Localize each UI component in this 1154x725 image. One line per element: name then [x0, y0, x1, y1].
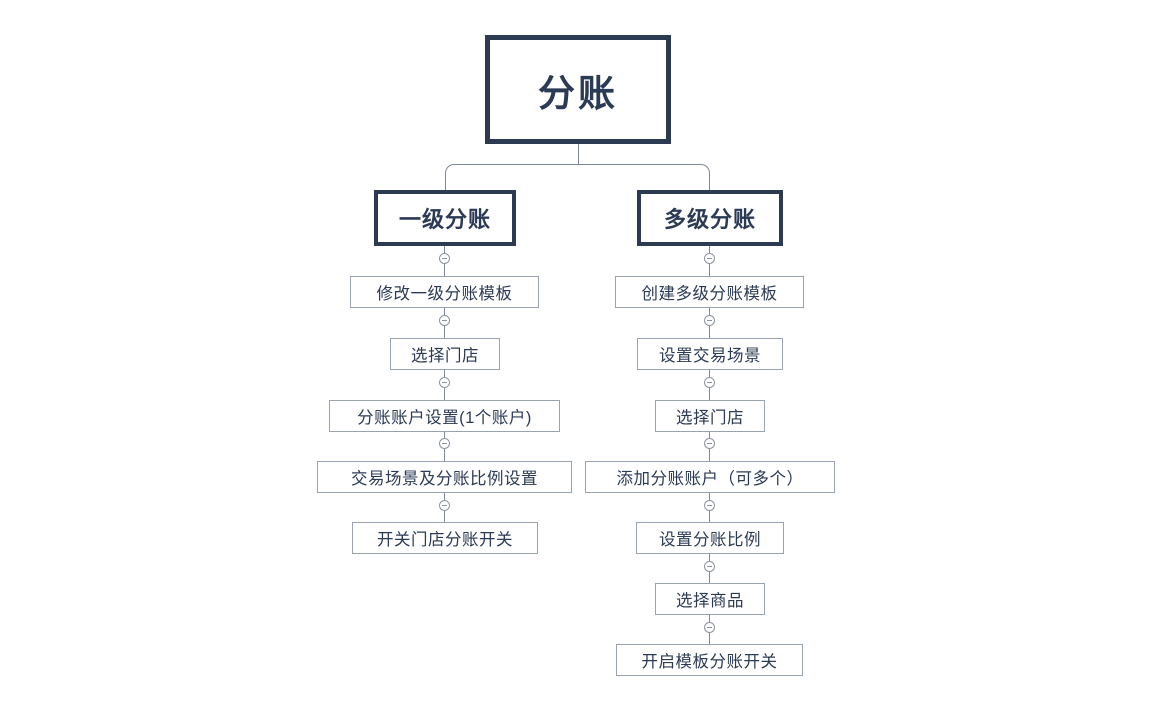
collapse-minus-icon[interactable] — [704, 438, 715, 449]
node-branch-multi-level-label: 多级分账 — [663, 207, 756, 232]
node-left-step-5-label: 开关门店分账开关 — [377, 531, 513, 549]
collapse-minus-icon[interactable] — [704, 500, 715, 511]
node-right-step-3-label: 选择门店 — [676, 409, 744, 427]
node-right-step-4[interactable]: 添加分账账户（可多个） — [585, 461, 835, 493]
node-right-step-2[interactable]: 设置交易场景 — [637, 338, 783, 370]
node-right-step-2-label: 设置交易场景 — [659, 347, 761, 365]
node-right-step-5[interactable]: 设置分账比例 — [636, 522, 784, 554]
node-left-step-4[interactable]: 交易场景及分账比例设置 — [317, 461, 572, 493]
node-right-step-3[interactable]: 选择门店 — [655, 400, 765, 432]
node-left-step-1[interactable]: 修改一级分账模板 — [350, 276, 539, 308]
collapse-minus-icon[interactable] — [439, 315, 450, 326]
collapse-minus-icon[interactable] — [704, 622, 715, 633]
node-right-step-7[interactable]: 开启模板分账开关 — [616, 644, 803, 676]
collapse-minus-icon[interactable] — [439, 438, 450, 449]
node-right-step-5-label: 设置分账比例 — [659, 531, 761, 549]
node-root-fenzhang[interactable]: 分账 — [485, 35, 671, 144]
collapse-minus-icon[interactable] — [439, 500, 450, 511]
node-left-step-4-label: 交易场景及分账比例设置 — [351, 470, 538, 488]
node-branch-level-one-label: 一级分账 — [398, 207, 491, 232]
node-right-step-6[interactable]: 选择商品 — [655, 583, 765, 615]
node-branch-multi-level[interactable]: 多级分账 — [637, 190, 783, 246]
node-left-step-3[interactable]: 分账账户设置(1个账户) — [329, 400, 560, 432]
node-right-step-1[interactable]: 创建多级分账模板 — [615, 276, 804, 308]
node-left-step-1-label: 修改一级分账模板 — [376, 285, 513, 303]
node-right-step-6-label: 选择商品 — [676, 592, 744, 610]
node-root-label: 分账 — [538, 72, 618, 114]
collapse-minus-icon[interactable] — [704, 315, 715, 326]
collapse-minus-icon[interactable] — [704, 253, 715, 264]
connector-root-stem — [578, 144, 579, 165]
collapse-minus-icon[interactable] — [704, 561, 715, 572]
collapse-minus-icon[interactable] — [439, 253, 450, 264]
node-left-step-3-label: 分账账户设置(1个账户) — [357, 409, 532, 427]
node-right-step-1-label: 创建多级分账模板 — [641, 285, 778, 303]
node-left-step-2[interactable]: 选择门店 — [390, 338, 500, 370]
collapse-minus-icon[interactable] — [439, 377, 450, 388]
node-branch-level-one[interactable]: 一级分账 — [374, 190, 516, 246]
collapse-minus-icon[interactable] — [704, 377, 715, 388]
node-left-step-5[interactable]: 开关门店分账开关 — [352, 522, 538, 554]
node-right-step-7-label: 开启模板分账开关 — [641, 653, 778, 671]
connector-root-to-right-branch — [578, 164, 710, 191]
connector-root-to-left-branch — [445, 164, 579, 191]
node-left-step-2-label: 选择门店 — [411, 347, 479, 365]
node-right-step-4-label: 添加分账账户（可多个） — [616, 470, 804, 488]
